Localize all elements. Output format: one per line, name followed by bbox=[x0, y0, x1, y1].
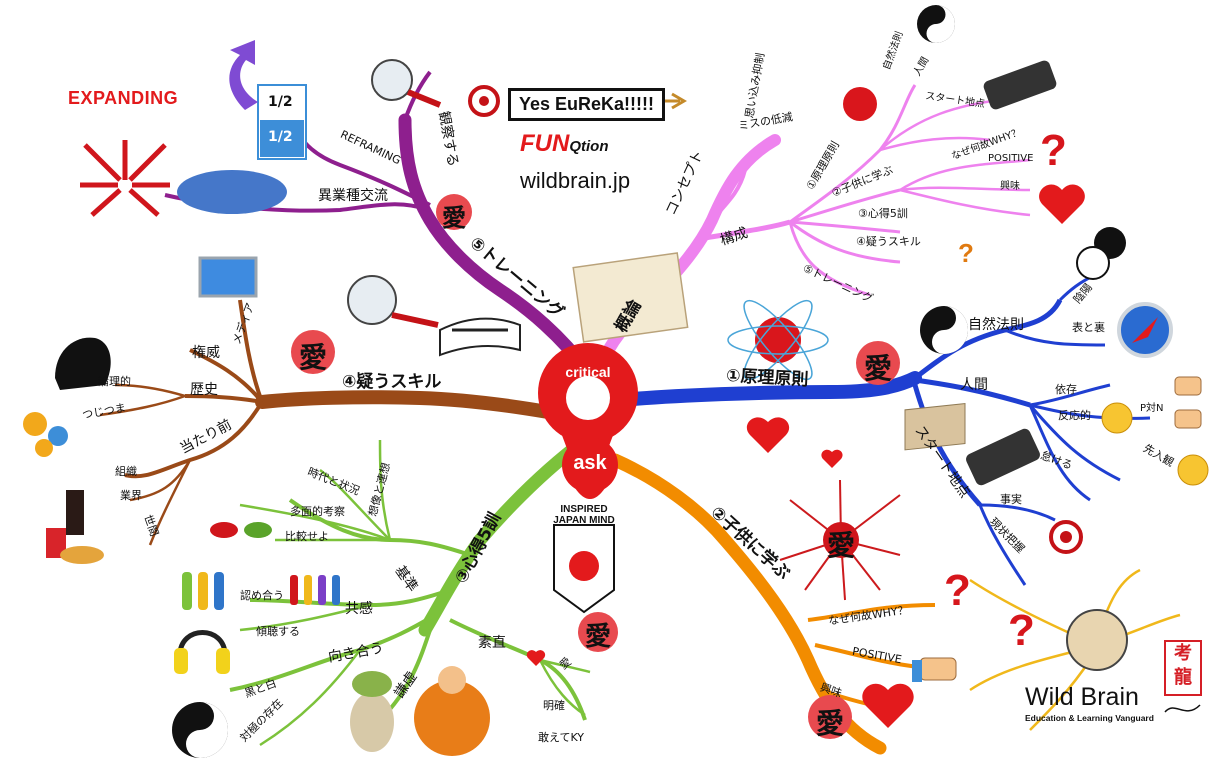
yoda bbox=[350, 671, 394, 752]
overview-child-item: 興味 bbox=[1000, 181, 1020, 192]
fun-text: FUN bbox=[520, 130, 570, 157]
gears bbox=[23, 412, 68, 457]
half-glass bbox=[257, 84, 307, 160]
mindset-standard-item: 比較せよ bbox=[285, 530, 329, 543]
stapler bbox=[439, 317, 521, 357]
monk bbox=[414, 666, 490, 756]
headphones bbox=[174, 630, 230, 674]
fast-food bbox=[46, 490, 104, 564]
mindset-sub-honest: 素直 bbox=[478, 635, 506, 651]
eureka-text: Yes EuReKa!!!!! bbox=[508, 88, 666, 121]
glass-label-top: 1/2 bbox=[268, 94, 293, 110]
ai-mark: 愛 bbox=[815, 707, 844, 740]
principle-human-item: P対N bbox=[1140, 403, 1164, 414]
center-label-critical: critical bbox=[565, 364, 611, 380]
principle-sub-nature: 自然法則 bbox=[968, 317, 1024, 333]
monitor bbox=[198, 256, 258, 298]
ai-mark: 愛 bbox=[863, 352, 892, 385]
apples bbox=[727, 87, 877, 381]
training-sub-cross-industry: 異業種交流 bbox=[318, 188, 388, 204]
wildbrain-title: Wild Brain bbox=[1025, 683, 1139, 711]
question-marks: ? ? ? ? bbox=[944, 126, 1067, 655]
principle-start-item: 事実 bbox=[1000, 493, 1022, 506]
glass-label-bottom: 1/2 bbox=[268, 129, 293, 145]
traffic-lights bbox=[966, 60, 1057, 486]
doubt-common-item: 組織 bbox=[115, 465, 137, 478]
svg-text:?: ? bbox=[1040, 126, 1067, 175]
expanding-text: EXPANDING bbox=[68, 88, 179, 108]
yin-yang-symbols bbox=[172, 5, 968, 758]
eureka-logo: Yes EuReKa!!!!! bbox=[470, 82, 680, 122]
emoji-faces bbox=[1101, 402, 1209, 486]
qtion-text: Qtion bbox=[569, 138, 609, 155]
overview-structure-item: ③心得5訓 bbox=[858, 207, 908, 220]
star-burst bbox=[779, 479, 901, 601]
overview-child-item: POSITIVE bbox=[988, 153, 1034, 164]
branch-label-doubt: ④疑うスキル bbox=[342, 372, 442, 392]
svg-text:?: ? bbox=[944, 566, 971, 615]
doubt-sub-history: 歴史 bbox=[190, 382, 218, 398]
inspired-japan-mind-logo: INSPIRED JAPAN MIND bbox=[553, 504, 615, 611]
wildbrain-logo: Wild Brain Education & Learning Vanguard bbox=[1025, 683, 1154, 723]
website-text: wildbrain.jp bbox=[520, 168, 631, 193]
expanding-arrows bbox=[80, 140, 170, 217]
seal-stamp: 考龍 bbox=[1164, 640, 1202, 696]
principle-human-item: 依存 bbox=[1055, 383, 1077, 396]
principle-nature-item: 表と裏 bbox=[1072, 321, 1105, 334]
ai-mark: 愛 bbox=[584, 622, 611, 652]
principle-sub-human: 人間 bbox=[960, 377, 988, 393]
ai-mark: 愛 bbox=[826, 529, 855, 562]
figures bbox=[182, 572, 340, 610]
mindset-honest-item: 明確 bbox=[543, 699, 565, 712]
mindset-honest-item: 敢えてKY bbox=[538, 731, 584, 744]
mindset-empathy-item: 認め合う bbox=[240, 589, 284, 602]
magnifiers bbox=[347, 59, 442, 328]
doubt-sub-authority: 権威 bbox=[192, 345, 220, 361]
funqtion-logo: FUNQtion bbox=[520, 130, 608, 158]
ai-mark: 愛 bbox=[442, 203, 466, 232]
thumbs bbox=[919, 376, 1202, 681]
svg-text:?: ? bbox=[958, 238, 974, 268]
mindset-sub-empathy: 共感 bbox=[345, 601, 373, 617]
wildbrain-subtitle: Education & Learning Vanguard bbox=[1025, 713, 1154, 723]
doubt-common-item: 業界 bbox=[120, 489, 142, 502]
mindset-empathy-item: 傾聴する bbox=[256, 625, 300, 638]
principle-human-item: 反応的 bbox=[1058, 409, 1091, 422]
japan-flag bbox=[553, 524, 615, 614]
ai-circles bbox=[291, 194, 900, 739]
inspired-text: INSPIRED JAPAN MIND bbox=[553, 504, 615, 526]
target bbox=[468, 85, 1083, 554]
overview-structure-item: ④疑うスキル bbox=[856, 235, 921, 248]
mindset-standard-item: 多面的考察 bbox=[290, 505, 345, 518]
branch-label-principle: ①原理原則 bbox=[725, 365, 809, 391]
ai-mark: 愛 bbox=[298, 341, 327, 374]
hearts bbox=[526, 184, 1085, 728]
stamp-text: 考龍 bbox=[1174, 643, 1192, 688]
center-node-shape bbox=[538, 343, 638, 499]
doubt-history-item: 論理的 bbox=[98, 375, 131, 388]
center-label-ask: ask bbox=[573, 452, 607, 474]
compass bbox=[1117, 302, 1173, 358]
